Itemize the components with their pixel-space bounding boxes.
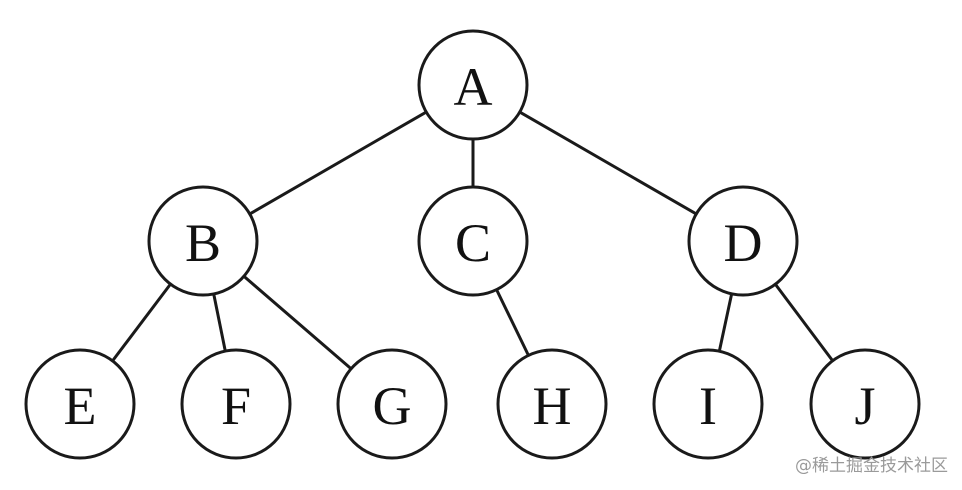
node-label: G (373, 376, 412, 436)
edge-a-b (249, 110, 427, 216)
watermark-text: @稀土掘金技术社区 (795, 456, 948, 476)
edges-layer (111, 110, 834, 370)
edge-b-e (111, 283, 172, 362)
node-circle (147, 185, 259, 297)
edge-a-d (519, 110, 697, 216)
node-label: A (454, 57, 493, 117)
tree-node-h: H (496, 348, 608, 460)
node-circle (417, 29, 529, 141)
node-circle (496, 348, 608, 460)
edge-b-g (242, 275, 353, 370)
node-circle (809, 348, 921, 460)
node-label: J (854, 376, 875, 436)
edge-b-f (212, 293, 227, 352)
nodes-layer: A B C D E F G H I J (24, 29, 921, 460)
tree-node-d: D (687, 185, 799, 297)
node-circle (687, 185, 799, 297)
node-label: B (185, 213, 221, 273)
tree-node-a: A (417, 29, 529, 141)
tree-node-c: C (417, 185, 529, 297)
tree-node-j: J (809, 348, 921, 460)
edge-c-h (495, 288, 530, 357)
edge-d-j (774, 283, 834, 362)
edge-d-i (717, 293, 734, 352)
node-label: F (221, 376, 251, 436)
node-circle (336, 348, 448, 460)
node-label: H (533, 376, 572, 436)
node-label: I (699, 376, 717, 436)
tree-node-g: G (336, 348, 448, 460)
node-label: C (455, 213, 491, 273)
node-circle (652, 348, 764, 460)
node-circle (24, 348, 136, 460)
tree-node-b: B (147, 185, 259, 297)
node-label: E (64, 376, 97, 436)
node-circle (417, 185, 529, 297)
tree-node-e: E (24, 348, 136, 460)
node-label: D (724, 213, 763, 273)
tree-node-i: I (652, 348, 764, 460)
node-circle (180, 348, 292, 460)
tree-node-f: F (180, 348, 292, 460)
